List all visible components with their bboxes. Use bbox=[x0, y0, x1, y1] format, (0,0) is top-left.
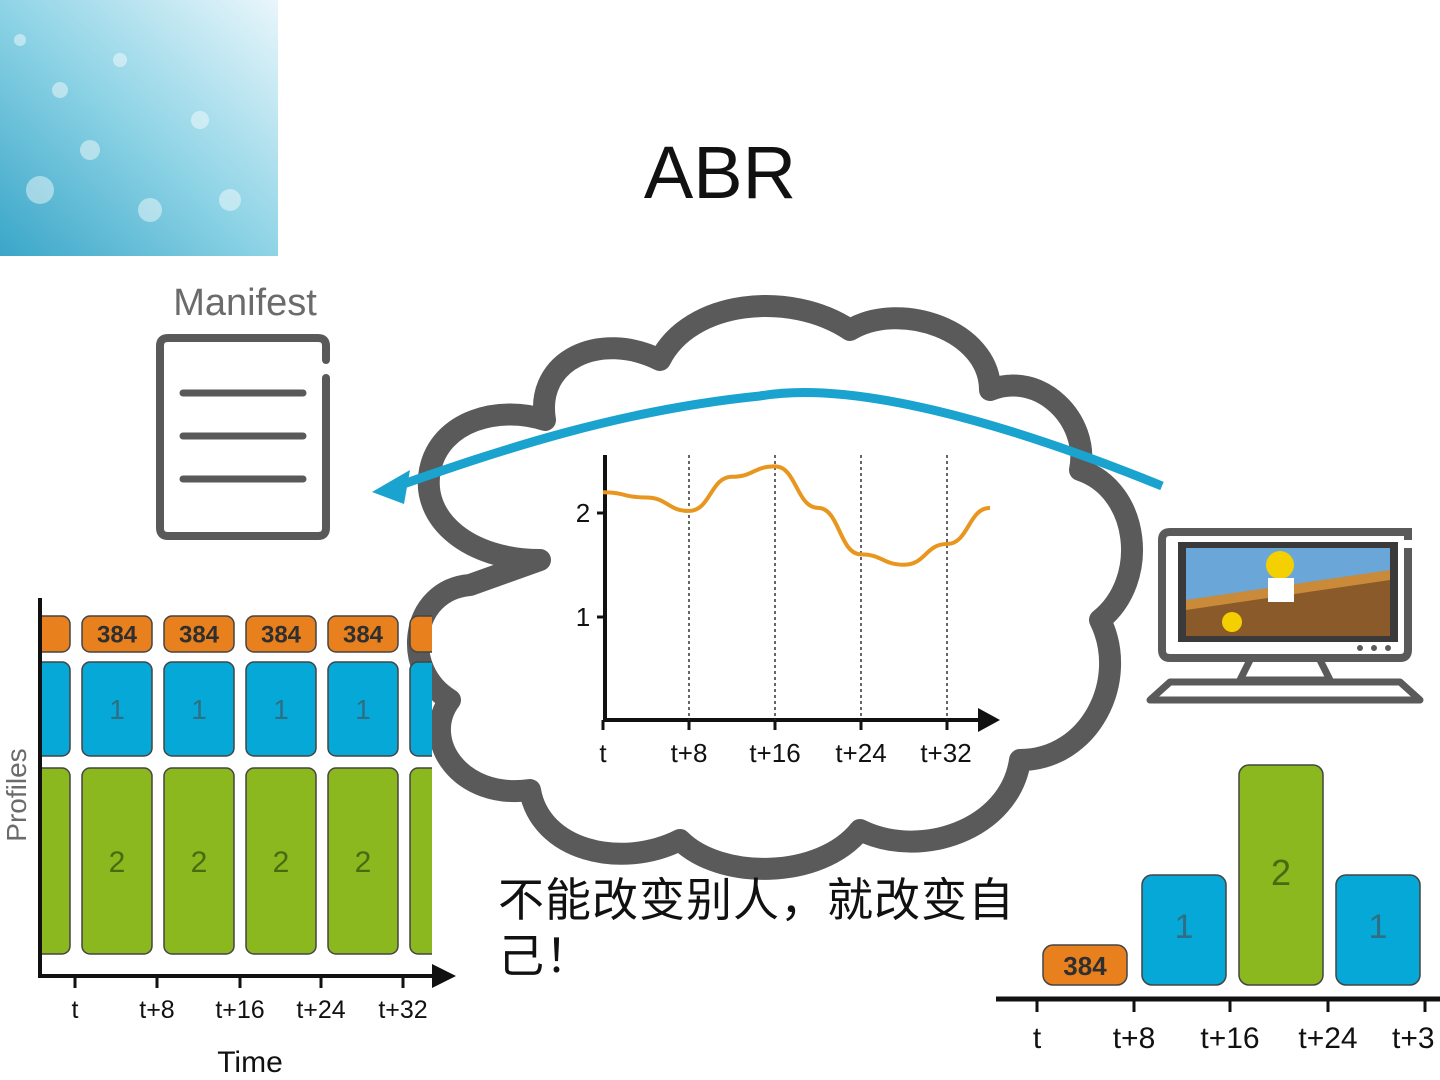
profile-label: 1 bbox=[355, 694, 371, 725]
c-tick-t24: t+24 bbox=[1298, 1022, 1357, 1055]
profile-label: 384 bbox=[261, 622, 302, 649]
c-tick-t16: t+16 bbox=[1200, 1022, 1259, 1055]
x-tick-t24: t+24 bbox=[835, 738, 886, 768]
profile-label: 2 bbox=[109, 846, 126, 879]
profile-label: 2 bbox=[273, 846, 290, 879]
profile-label: 384 bbox=[179, 622, 220, 649]
p-tick-t: t bbox=[72, 996, 79, 1024]
document-icon bbox=[160, 338, 326, 536]
client-bar-label: 1 bbox=[1369, 908, 1388, 946]
profile-2-box bbox=[410, 768, 480, 954]
client-bar-label: 384 bbox=[1063, 951, 1107, 981]
p-tick-t32: t+32 bbox=[378, 996, 427, 1024]
x-tick-t32: t+32 bbox=[920, 738, 971, 768]
profile-label: 1 bbox=[273, 694, 289, 725]
caption-text: 不能改变别人，就改变自己！ bbox=[498, 872, 1058, 984]
c-tick-t: t bbox=[1033, 1022, 1042, 1055]
profile-384-box bbox=[0, 616, 70, 652]
p-tick-t24: t+24 bbox=[296, 996, 345, 1024]
profiles-ylabel: Profiles bbox=[1, 748, 32, 841]
p-tick-t8: t+8 bbox=[139, 996, 174, 1024]
client-bar-label: 2 bbox=[1271, 852, 1291, 893]
c-tick-t8: t+8 bbox=[1113, 1022, 1156, 1055]
profile-label: 2 bbox=[355, 846, 372, 879]
client-bar-label: 1 bbox=[1175, 908, 1194, 946]
profile-label: 2 bbox=[191, 846, 208, 879]
profile-label: 384 bbox=[343, 622, 384, 649]
profile-label: 1 bbox=[191, 694, 207, 725]
profile-label: 1 bbox=[109, 694, 125, 725]
profiles-chart: 384 384 384 384 1 1 1 1 2 2 2 2 Profiles Time t t+8… bbox=[0, 598, 480, 1079]
x-tick-t8: t+8 bbox=[671, 738, 708, 768]
client-profile-chart: 384 1 2 1 t t+8 t+16 t+24 t+3 bbox=[996, 765, 1440, 1055]
y-tick-2: 2 bbox=[576, 498, 590, 528]
c-tick-t32: t+3 bbox=[1392, 1022, 1435, 1055]
x-tick-t: t bbox=[599, 738, 607, 768]
x-tick-t16: t+16 bbox=[749, 738, 800, 768]
profile-1-box bbox=[0, 662, 70, 756]
profile-label: 384 bbox=[97, 622, 138, 649]
computer-monitor-icon bbox=[1150, 532, 1420, 700]
profiles-xlabel: Time bbox=[217, 1046, 283, 1079]
y-tick-1: 1 bbox=[576, 602, 590, 632]
p-tick-t16: t+16 bbox=[215, 996, 264, 1024]
